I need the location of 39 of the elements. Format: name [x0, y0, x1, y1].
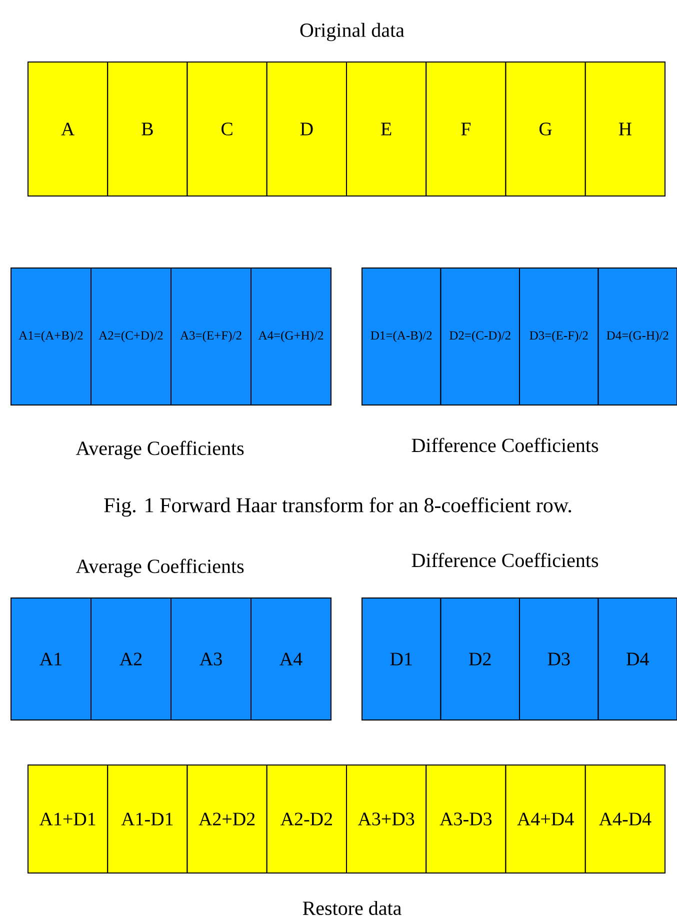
data-cell: H [584, 62, 666, 196]
data-cell: D1 [362, 598, 442, 720]
data-cell: A3 [170, 598, 252, 720]
data-cell: A1-D1 [107, 764, 188, 874]
data-cell: D4=(G-H)/2 [598, 268, 677, 406]
row-title: Average Coefficients [76, 440, 244, 460]
data-cell: A3-D3 [426, 764, 506, 874]
data-cell: A2-D2 [266, 764, 347, 874]
data-cell: A1=(A+B)/2 [10, 268, 92, 406]
data-cell: A1+D1 [28, 764, 108, 874]
data-cell: D3=(E-F)/2 [519, 268, 599, 406]
data-cell: E [346, 62, 427, 196]
data-cell: A [28, 62, 108, 196]
row-title: Difference Coefficients [412, 438, 598, 452]
data-cell: D1=(A-B)/2 [362, 268, 442, 406]
data-cell: A2=(C+D)/2 [90, 268, 172, 406]
data-cell: D2 [440, 598, 520, 720]
data-cell: A3+D3 [346, 764, 427, 874]
row-title: Difference Coefficients [412, 552, 598, 568]
data-cell: G [505, 62, 586, 196]
data-cell: C [186, 62, 268, 196]
data-cell: D [266, 62, 347, 196]
data-cell: A3=(E+F)/2 [170, 268, 252, 406]
data-cell: D4 [598, 598, 677, 720]
data-cell: A1 [10, 598, 92, 720]
figure-caption: Fig. 1 Forward Haar transform for an 8-coefficient row. [104, 497, 572, 517]
row-title: Original data [300, 22, 404, 42]
data-cell: A4 [250, 598, 332, 720]
data-cell: F [426, 62, 506, 196]
data-cell: A2 [90, 598, 172, 720]
row-title: Restore data [302, 900, 402, 916]
data-cell: A2+D2 [186, 764, 268, 874]
data-cell: A4-D4 [584, 764, 666, 874]
data-cell: B [107, 62, 188, 196]
row-title: Average Coefficients [76, 558, 244, 578]
data-cell: D2=(C-D)/2 [440, 268, 520, 406]
data-cell: D3 [519, 598, 599, 720]
data-cell: A4+D4 [505, 764, 586, 874]
data-cell: A4=(G+H)/2 [250, 268, 332, 406]
